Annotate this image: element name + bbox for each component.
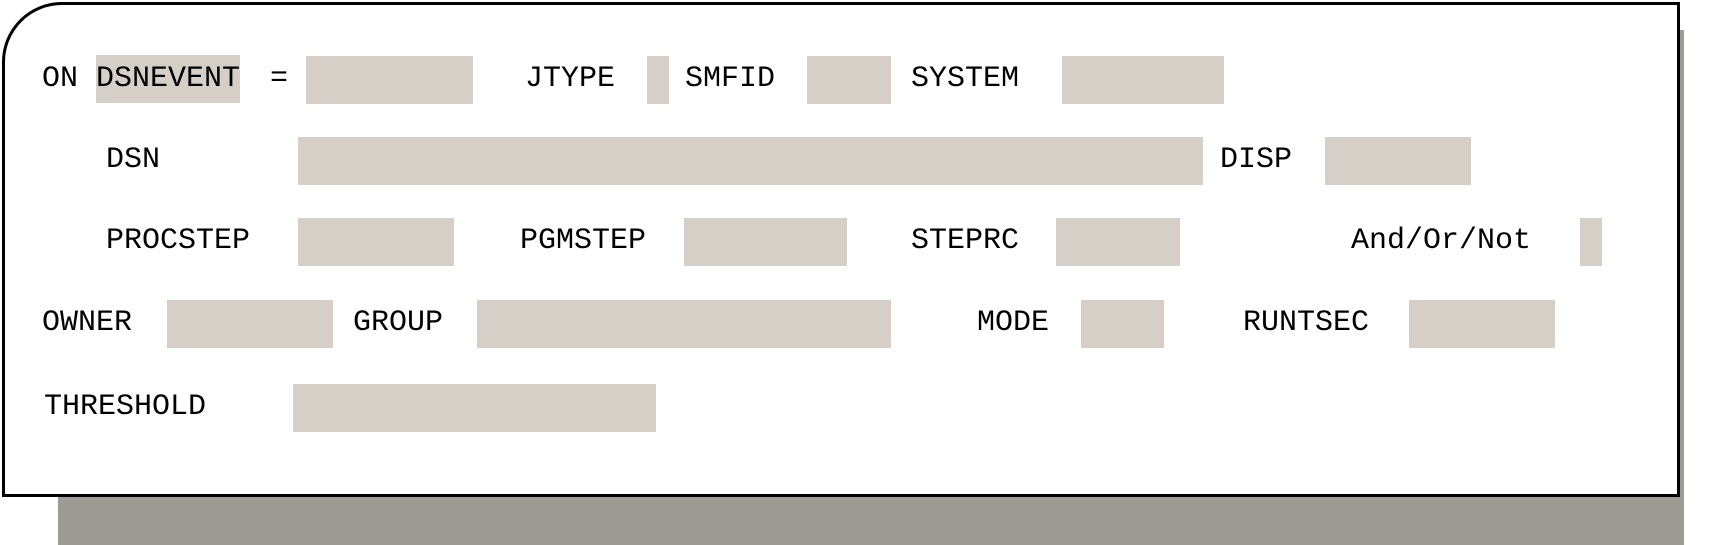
disp-label: DISP [1220, 143, 1293, 177]
smfid-label: SMFID [685, 62, 776, 96]
procstep-field[interactable] [298, 218, 454, 266]
dsnevent-name-field[interactable] [306, 56, 473, 104]
dsnevent-keyword-text: DSNEVENT [96, 55, 241, 103]
pgmstep-label: PGMSTEP [520, 224, 647, 258]
on-label: ON [42, 62, 79, 96]
threshold-label: THRESHOLD [44, 390, 207, 424]
pgmstep-field[interactable] [684, 218, 847, 266]
dsnevent-keyword: DSNEVENT [96, 55, 241, 103]
jtype-field[interactable] [647, 56, 669, 104]
stepprc-label: STEPRC [911, 224, 1020, 258]
and-or-not-field[interactable] [1580, 218, 1602, 266]
system-field[interactable] [1062, 56, 1224, 104]
threshold-field[interactable] [293, 384, 656, 432]
disp-field[interactable] [1325, 137, 1471, 185]
jtype-label: JTYPE [525, 62, 616, 96]
procstep-label: PROCSTEP [106, 224, 251, 258]
owner-field[interactable] [167, 300, 333, 348]
group-label: GROUP [353, 306, 444, 340]
runtsec-field[interactable] [1409, 300, 1555, 348]
mode-field[interactable] [1081, 300, 1164, 348]
dsn-label: DSN [106, 143, 161, 177]
smfid-field[interactable] [807, 56, 891, 104]
system-label: SYSTEM [911, 62, 1020, 96]
runtsec-label: RUNTSEC [1243, 306, 1370, 340]
mode-label: MODE [977, 306, 1050, 340]
equals-sign: = [270, 62, 289, 96]
group-field[interactable] [477, 300, 891, 348]
dsn-event-panel: ON DSNEVENT = JTYPE SMFID SYSTEM DSN DIS… [2, 2, 1680, 497]
stepprc-field[interactable] [1056, 218, 1180, 266]
dsn-field[interactable] [298, 137, 1203, 185]
owner-label: OWNER [42, 306, 133, 340]
and-or-not-label: And/Or/Not [1351, 224, 1532, 258]
